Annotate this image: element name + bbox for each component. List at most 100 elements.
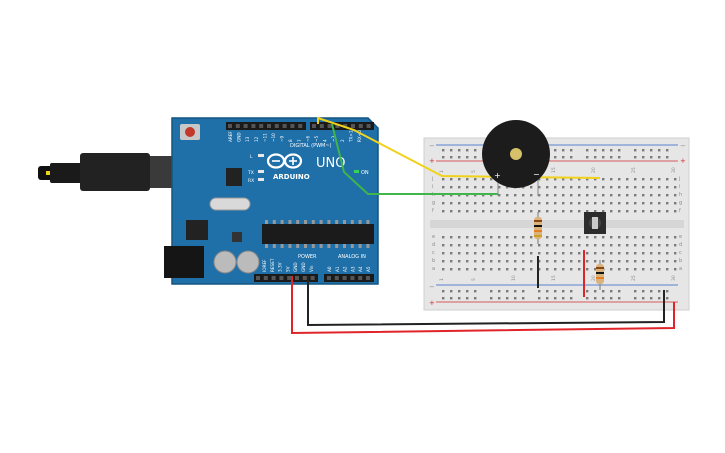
- header-hole: [263, 276, 268, 280]
- breadboard-hole: [658, 252, 661, 255]
- breadboard-hole: [522, 244, 525, 247]
- rail-hole: [442, 156, 445, 159]
- row-letter: j: [431, 176, 433, 182]
- rail-hole: [602, 290, 605, 293]
- breadboard-hole: [666, 178, 669, 181]
- resistor-2: [596, 260, 604, 290]
- rail-hole: [450, 149, 453, 152]
- digital-pin-label: 13: [245, 136, 250, 142]
- breadboard-hole: [562, 210, 565, 213]
- breadboard-hole: [458, 178, 461, 181]
- breadboard-hole: [594, 210, 597, 213]
- breadboard-hole: [578, 186, 581, 189]
- breadboard-hole: [602, 236, 605, 239]
- row-letter: g: [679, 200, 682, 206]
- resistor-1: [534, 212, 542, 244]
- breadboard-hole: [610, 252, 613, 255]
- breadboard-hole: [570, 268, 573, 271]
- breadboard-hole: [442, 202, 445, 205]
- row-letter: a: [679, 266, 682, 272]
- breadboard-hole: [554, 178, 557, 181]
- header-hole: [366, 124, 371, 128]
- power-pin-label: 3.3V: [278, 262, 283, 272]
- breadboard-hole: [530, 244, 533, 247]
- rail-hole: [586, 290, 589, 293]
- breadboard-hole: [658, 194, 661, 197]
- rail-hole: [618, 297, 621, 300]
- rail-hole: [594, 290, 597, 293]
- breadboard-hole: [546, 186, 549, 189]
- rail-hole: [522, 297, 525, 300]
- breadboard-hole: [602, 194, 605, 197]
- breadboard-hole: [506, 244, 509, 247]
- chip-pin: [296, 220, 300, 224]
- breadboard-hole: [498, 260, 501, 263]
- column-number: 10: [511, 275, 517, 281]
- breadboard-hole: [634, 178, 637, 181]
- breadboard-hole: [570, 202, 573, 205]
- buzzer-plus-label: +: [494, 171, 501, 180]
- breadboard-hole: [458, 236, 461, 239]
- breadboard-hole: [570, 260, 573, 263]
- breadboard-hole: [474, 260, 477, 263]
- breadboard-hole: [642, 202, 645, 205]
- breadboard-hole: [570, 178, 573, 181]
- breadboard-hole: [490, 194, 493, 197]
- breadboard-hole: [554, 202, 557, 205]
- breadboard-hole: [450, 178, 453, 181]
- header-hole: [310, 276, 315, 280]
- rail-hole: [458, 149, 461, 152]
- rail-hole: [458, 156, 461, 159]
- breadboard-hole: [650, 202, 653, 205]
- column-number: 15: [551, 275, 557, 281]
- breadboard-hole: [650, 268, 653, 271]
- breadboard-hole: [514, 202, 517, 205]
- digital-pin-label: ~10: [271, 133, 276, 142]
- breadboard-hole: [506, 252, 509, 255]
- breadboard-hole: [490, 178, 493, 181]
- breadboard-hole: [658, 178, 661, 181]
- breadboard-hole: [634, 194, 637, 197]
- breadboard-hole: [554, 194, 557, 197]
- breadboard-hole: [674, 252, 677, 255]
- digital-pin-label: AREF: [228, 131, 233, 142]
- breadboard-hole: [674, 260, 677, 263]
- chip-pin: [327, 244, 331, 248]
- rail-hole: [666, 297, 669, 300]
- rail-hole: [618, 290, 621, 293]
- breadboard-hole: [650, 210, 653, 213]
- breadboard-hole: [610, 244, 613, 247]
- header-hole: [274, 124, 279, 128]
- breadboard-hole: [442, 244, 445, 247]
- breadboard-hole: [642, 236, 645, 239]
- rail-hole: [450, 156, 453, 159]
- column-number: 30: [671, 167, 677, 173]
- breadboard-hole: [442, 194, 445, 197]
- breadboard-hole: [570, 236, 573, 239]
- rail-plus-top-right: +: [680, 157, 686, 165]
- breadboard-hole: [594, 268, 597, 271]
- header-hole: [343, 124, 348, 128]
- rail-hole: [498, 297, 501, 300]
- digital-pin-label: 7: [297, 139, 302, 142]
- breadboard-hole: [674, 268, 677, 271]
- row-letter: e: [679, 234, 682, 240]
- breadboard-hole: [546, 236, 549, 239]
- breadboard-hole: [482, 202, 485, 205]
- model-label: UNO: [316, 156, 345, 171]
- led-rx-label: RX: [248, 178, 254, 184]
- breadboard-hole: [474, 178, 477, 181]
- row-letter: c: [432, 250, 435, 256]
- breadboard-hole: [458, 268, 461, 271]
- analog-pin-label: A3: [350, 266, 355, 272]
- breadboard-hole: [586, 202, 589, 205]
- chip-pin: [366, 244, 370, 248]
- breadboard-hole: [626, 194, 629, 197]
- rail-hole: [546, 297, 549, 300]
- breadboard-hole: [554, 186, 557, 189]
- chip-pin: [304, 244, 307, 248]
- breadboard-hole: [562, 252, 565, 255]
- breadboard-hole: [482, 210, 485, 213]
- breadboard-hole: [594, 186, 597, 189]
- rail-hole: [514, 290, 517, 293]
